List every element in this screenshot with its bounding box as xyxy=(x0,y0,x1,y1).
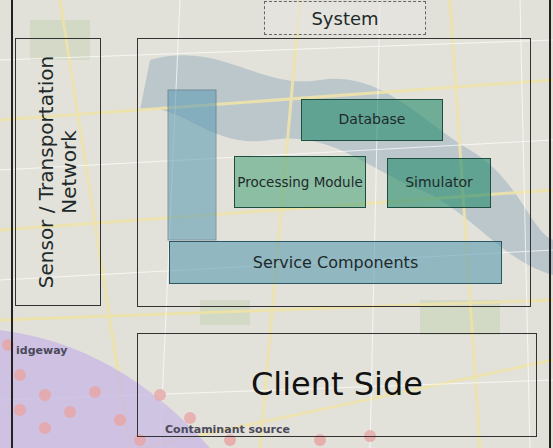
map-legend-label: Contaminant source xyxy=(165,423,290,436)
box-label: Database xyxy=(339,112,406,127)
network-label: Sensor / Transportation Network xyxy=(35,46,81,298)
box-label: Simulator xyxy=(405,175,473,190)
box-label: Service Components xyxy=(253,254,418,272)
processing-box: Processing Module xyxy=(234,156,366,208)
street-label: idgeway xyxy=(16,344,67,357)
simulator-box: Simulator xyxy=(387,158,491,208)
client-box: Client Side xyxy=(137,333,537,437)
network-box: Sensor / Transportation Network xyxy=(15,38,101,306)
box-label: Processing Module xyxy=(237,175,362,190)
database-box: Database xyxy=(301,99,443,141)
box-label: Client Side xyxy=(251,367,423,402)
system-box: SystemDatabaseProcessing ModuleSimulator… xyxy=(137,38,531,307)
service-band: Service Components xyxy=(169,241,502,284)
system-heading: System xyxy=(264,1,426,35)
